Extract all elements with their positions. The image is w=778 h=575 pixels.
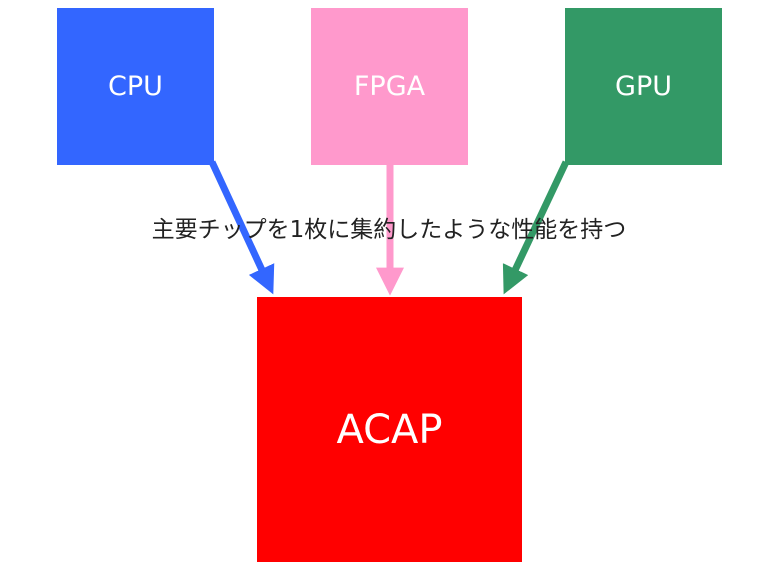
cpu-box: CPU (57, 8, 214, 165)
gpu-box: GPU (565, 8, 722, 165)
diagram-caption: 主要チップを1枚に集約したような性能を持つ (151, 217, 627, 243)
acap-label: ACAP (336, 406, 443, 453)
fpga-label: FPGA (353, 71, 426, 102)
cpu-label: CPU (108, 71, 163, 102)
arrow-cpu-to-acap (208, 160, 275, 295)
gpu-label: GPU (615, 71, 672, 102)
arrow-gpu-to-acap (502, 160, 570, 295)
acap-box: ACAP (257, 297, 522, 562)
fpga-box: FPGA (311, 8, 468, 165)
